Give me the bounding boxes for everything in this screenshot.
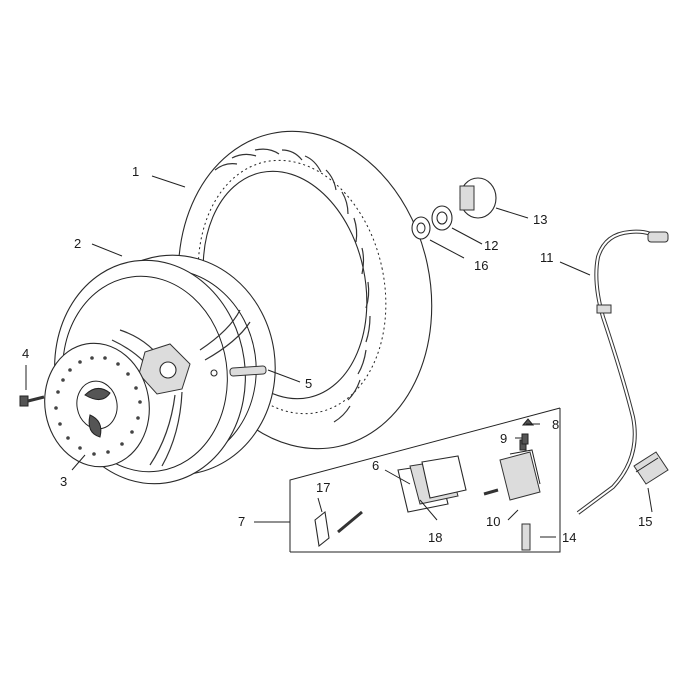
callout-11: 11 xyxy=(540,250,554,265)
callout-labels: 1 2 3 4 5 6 7 8 9 10 11 12 13 14 15 16 1… xyxy=(22,164,652,545)
callout-5: 5 xyxy=(305,376,312,391)
disc-screw xyxy=(19,395,45,407)
callout-3: 3 xyxy=(60,474,67,489)
brake-disc xyxy=(44,342,150,468)
callout-16: 16 xyxy=(474,258,488,273)
small-bolt xyxy=(483,488,499,496)
callout-1: 1 xyxy=(132,164,139,179)
bleeder-valve xyxy=(521,433,529,445)
callout-14: 14 xyxy=(562,530,576,545)
callout-13: 13 xyxy=(533,212,547,227)
drive xyxy=(459,177,497,219)
callout-6: 6 xyxy=(372,458,379,473)
hose-clip xyxy=(633,451,669,485)
valve xyxy=(210,365,267,377)
brake-caliper xyxy=(499,439,541,501)
callout-4: 4 xyxy=(22,346,29,361)
pad-pin xyxy=(314,510,363,548)
callout-2: 2 xyxy=(74,236,81,251)
callout-10: 10 xyxy=(486,514,500,529)
callout-15: 15 xyxy=(638,514,652,529)
callout-7: 7 xyxy=(238,514,245,529)
callout-12: 12 xyxy=(484,238,498,253)
callout-8: 8 xyxy=(552,417,559,432)
bearing xyxy=(431,205,453,231)
spacer xyxy=(411,216,431,240)
callout-9: 9 xyxy=(500,431,507,446)
leader-lines xyxy=(25,175,653,538)
brake-pads xyxy=(397,455,467,513)
caliper-screw xyxy=(521,523,531,551)
brake-hose xyxy=(576,229,669,515)
callout-17: 17 xyxy=(316,480,330,495)
callout-18: 18 xyxy=(428,530,442,545)
caliper-kit-outline xyxy=(289,407,561,553)
